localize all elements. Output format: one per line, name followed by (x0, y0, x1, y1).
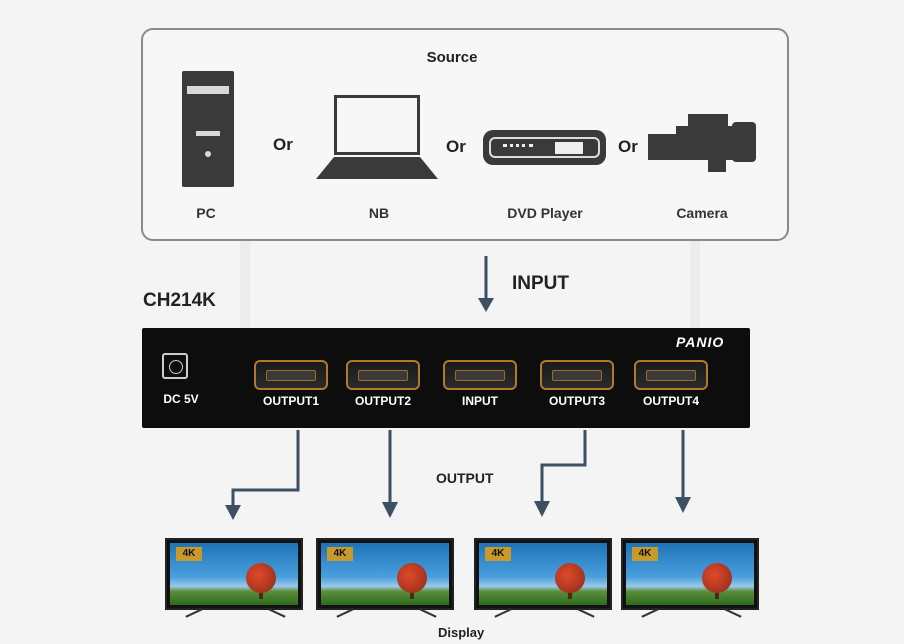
port-label-output1: OUTPUT1 (262, 394, 319, 408)
output1-arrow-head (225, 505, 241, 520)
output4-arrow-head (675, 497, 691, 513)
hdmi-port-output2 (346, 360, 420, 390)
source-title: Source (426, 49, 478, 66)
port-label-input: INPUT (462, 394, 498, 408)
or-text-3: Or (618, 137, 638, 156)
display-tv-1: 4K (165, 538, 303, 610)
output3-arrow-head (534, 501, 550, 517)
hdmi-port-output1 (254, 360, 328, 390)
source-label-pc: PC (196, 205, 216, 221)
hdmi-port-input (443, 360, 517, 390)
output2-arrow-head (382, 502, 398, 518)
output1-line (231, 430, 300, 505)
model-name: CH214K (143, 290, 216, 311)
output-label: OUTPUT (436, 470, 494, 486)
power-label: DC 5V (163, 392, 199, 406)
dc-power-jack (162, 353, 188, 379)
display-tv-4: 4K (621, 538, 759, 610)
4k-badge: 4K (632, 547, 658, 561)
hdmi-port-output4 (634, 360, 708, 390)
or-text-2: Or (446, 137, 466, 156)
4k-badge: 4K (485, 547, 511, 561)
display-tv-2: 4K (316, 538, 454, 610)
or-text-1: Or (273, 135, 293, 154)
4k-badge: 4K (176, 547, 202, 561)
hdmi-port-output3 (540, 360, 614, 390)
port-label-output4: OUTPUT4 (642, 394, 699, 408)
input-arrow-head (478, 298, 494, 312)
source-label-camera: Camera (676, 205, 728, 221)
output3-line (540, 430, 587, 501)
source-label-dvd: DVD Player (507, 205, 583, 221)
source-label-nb: NB (368, 205, 390, 221)
port-label-output2: OUTPUT2 (354, 394, 411, 408)
desktop-tower-icon (182, 71, 234, 187)
laptop-icon (316, 95, 438, 181)
port-label-output3: OUTPUT3 (548, 394, 605, 408)
video-camera-icon (648, 112, 758, 172)
display-label: Display (438, 625, 485, 640)
4k-badge: 4K (327, 547, 353, 561)
dvd-player-icon (483, 130, 606, 165)
input-label: INPUT (512, 273, 569, 294)
brand-logo: PANIO (676, 334, 725, 350)
display-tv-3: 4K (474, 538, 612, 610)
